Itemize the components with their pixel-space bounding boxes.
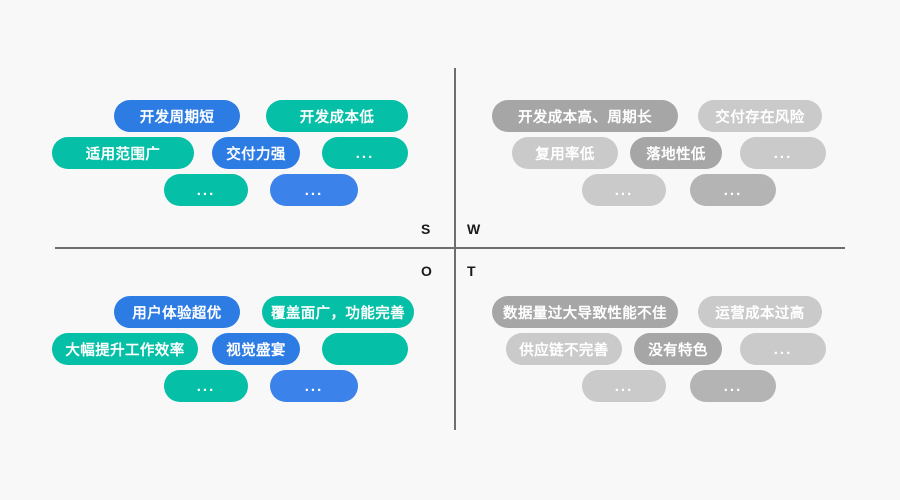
swot-pill-weaknesses-2[interactable]: 交付存在风险 bbox=[698, 100, 822, 132]
swot-pill-strengths-4[interactable]: 交付力强 bbox=[212, 137, 300, 169]
quadrant-label-strengths: S bbox=[421, 221, 431, 237]
swot-pill-opportunities-3[interactable]: 大幅提升工作效率 bbox=[52, 333, 198, 365]
swot-pill-weaknesses-5[interactable]: ... bbox=[740, 137, 826, 169]
swot-pill-weaknesses-6[interactable]: ... bbox=[582, 174, 666, 206]
swot-pill-strengths-2[interactable]: 开发成本低 bbox=[266, 100, 408, 132]
swot-pill-strengths-3[interactable]: 适用范围广 bbox=[52, 137, 194, 169]
swot-pill-strengths-1[interactable]: 开发周期短 bbox=[114, 100, 240, 132]
swot-pill-threats-3[interactable]: 供应链不完善 bbox=[506, 333, 622, 365]
swot-pill-opportunities-1[interactable]: 用户体验超优 bbox=[114, 296, 240, 328]
quadrant-label-opportunities: O bbox=[421, 263, 433, 279]
swot-pill-threats-5[interactable]: ... bbox=[740, 333, 826, 365]
quadrant-label-threats: T bbox=[467, 263, 477, 279]
quadrant-label-weaknesses: W bbox=[467, 221, 481, 237]
swot-pill-threats-1[interactable]: 数据量过大导致性能不佳 bbox=[492, 296, 678, 328]
swot-pill-opportunities-6[interactable]: ... bbox=[164, 370, 248, 402]
swot-pill-strengths-7[interactable]: ... bbox=[270, 174, 358, 206]
swot-pill-weaknesses-3[interactable]: 复用率低 bbox=[512, 137, 618, 169]
swot-pill-opportunities-7[interactable]: ... bbox=[270, 370, 358, 402]
swot-pill-strengths-5[interactable]: ... bbox=[322, 137, 408, 169]
swot-pill-threats-6[interactable]: ... bbox=[582, 370, 666, 402]
swot-pill-weaknesses-4[interactable]: 落地性低 bbox=[630, 137, 722, 169]
swot-pill-opportunities-2[interactable]: 覆盖面广，功能完善 bbox=[262, 296, 414, 328]
swot-pill-weaknesses-7[interactable]: ... bbox=[690, 174, 776, 206]
swot-pill-weaknesses-1[interactable]: 开发成本高、周期长 bbox=[492, 100, 678, 132]
swot-pill-opportunities-4[interactable]: 视觉盛宴 bbox=[212, 333, 300, 365]
horizontal-axis-line bbox=[55, 247, 845, 249]
swot-pill-strengths-6[interactable]: ... bbox=[164, 174, 248, 206]
swot-pill-opportunities-5[interactable] bbox=[322, 333, 408, 365]
swot-pill-threats-7[interactable]: ... bbox=[690, 370, 776, 402]
vertical-axis-line bbox=[454, 68, 456, 430]
swot-pill-threats-2[interactable]: 运营成本过高 bbox=[698, 296, 822, 328]
swot-pill-threats-4[interactable]: 没有特色 bbox=[634, 333, 722, 365]
